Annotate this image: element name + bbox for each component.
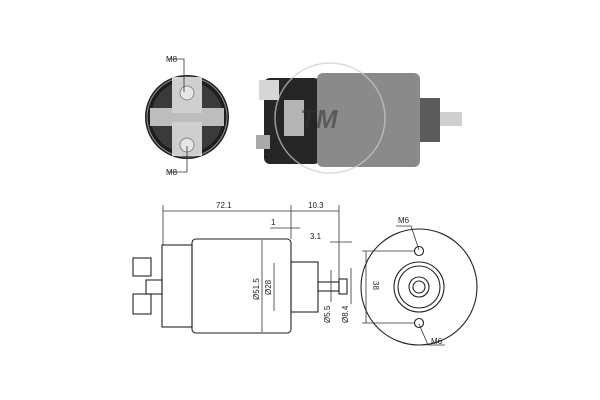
dim-flange: 1 [271, 218, 276, 227]
drawing-end-view: 38 M6 M6 [360, 216, 478, 346]
dim-hole-spacing: 38 [371, 281, 380, 290]
photo-end-view: M8 M8 [145, 55, 229, 177]
label-m6-top: M6 [398, 216, 410, 225]
watermark-logo: TM [300, 104, 339, 134]
dim-shaft-diameter: Ø5.5 [323, 305, 332, 323]
dim-plunger-length: 10.3 [308, 201, 324, 210]
dim-overall-length: 72.1 [216, 201, 232, 210]
dim-shaft-step: 3.1 [310, 232, 322, 241]
photo-side-view: TM [256, 62, 462, 174]
dim-nose-diameter: Ø28 [264, 279, 273, 295]
dim-body-diameter: Ø51.5 [252, 278, 261, 300]
label-m6-bottom: M6 [431, 337, 443, 346]
label-m8-top: M8 [166, 55, 178, 64]
drawing-side-view: 72.1 10.3 1 3.1 Ø51.5 Ø28 Ø5.5 Ø8.4 [132, 201, 352, 334]
dim-tip-diameter: Ø8.4 [341, 305, 350, 323]
label-m8-bottom: M8 [166, 168, 178, 177]
